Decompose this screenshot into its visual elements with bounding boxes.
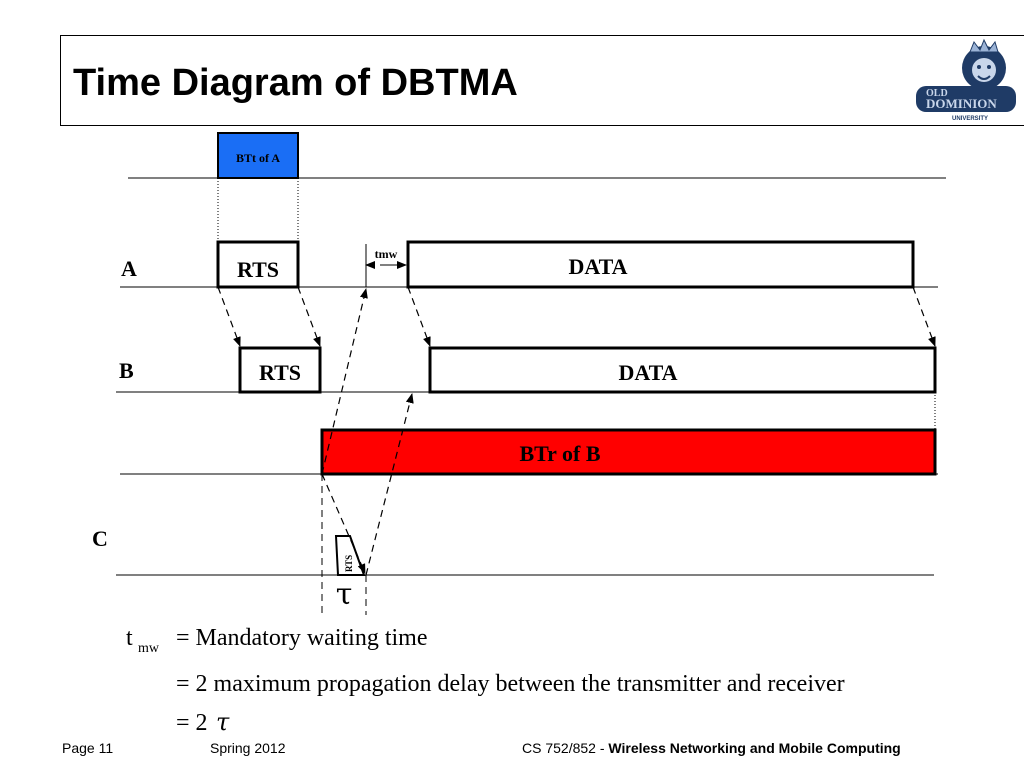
prop-arrow xyxy=(217,286,241,347)
label-a: A xyxy=(121,256,137,281)
data-a-label: DATA xyxy=(568,254,627,279)
footer-course-plain: CS 752/852 - xyxy=(522,740,609,756)
tmw-label: tmw xyxy=(375,247,398,261)
rts-c-label: RTS xyxy=(344,555,354,572)
university-logo: OLD DOMINION UNIVERSITY xyxy=(916,38,1016,122)
prop-arrow xyxy=(321,288,368,475)
btt-label: BTt of A xyxy=(236,151,280,165)
prop-arrow xyxy=(407,286,431,347)
rts-a-label: RTS xyxy=(237,257,279,282)
svg-text:OLD: OLD xyxy=(926,88,948,99)
footer-page: Page 11 xyxy=(62,740,114,756)
btt-box xyxy=(217,132,299,179)
rts-c-box xyxy=(334,535,366,576)
svg-text:UNIVERSITY: UNIVERSITY xyxy=(952,116,988,122)
footer-term: Spring 2012 xyxy=(210,740,286,756)
data-b-label: DATA xyxy=(618,360,677,385)
title-box: Time Diagram of DBTMA OLD DOMINION UNIVE… xyxy=(60,35,1024,126)
rts-b-box xyxy=(238,346,322,394)
svg-text:DOMINION: DOMINION xyxy=(926,96,997,111)
formula-line1-sub: mw xyxy=(138,641,160,656)
btr-box xyxy=(320,428,937,476)
formula-line3-tau: τ xyxy=(216,708,230,736)
formula-line3-eq: = 2 xyxy=(176,710,208,736)
data-b-box xyxy=(428,346,937,394)
data-a-box xyxy=(406,240,915,289)
tau-label: τ xyxy=(336,577,353,612)
prop-arrow xyxy=(321,473,366,574)
footer-course: CS 752/852 - Wireless Networking and Mob… xyxy=(522,740,901,756)
label-c: C xyxy=(92,526,108,551)
footer-course-bold: Wireless Networking and Mobile Computing xyxy=(608,740,901,756)
formula-line1-text: = Mandatory waiting time xyxy=(176,625,427,651)
label-b: B xyxy=(119,358,134,383)
btr-label: BTr of B xyxy=(519,441,600,466)
prop-arrow xyxy=(297,286,321,347)
formula-line2-text: = 2 maximum propagation delay between th… xyxy=(176,671,845,697)
prop-arrow xyxy=(365,393,414,576)
formula-line1-symbol: t xyxy=(126,625,133,651)
prop-arrow xyxy=(912,286,936,347)
rts-a-box xyxy=(216,240,300,289)
rts-b-label: RTS xyxy=(259,360,301,385)
slide-title: Time Diagram of DBTMA xyxy=(73,62,518,104)
